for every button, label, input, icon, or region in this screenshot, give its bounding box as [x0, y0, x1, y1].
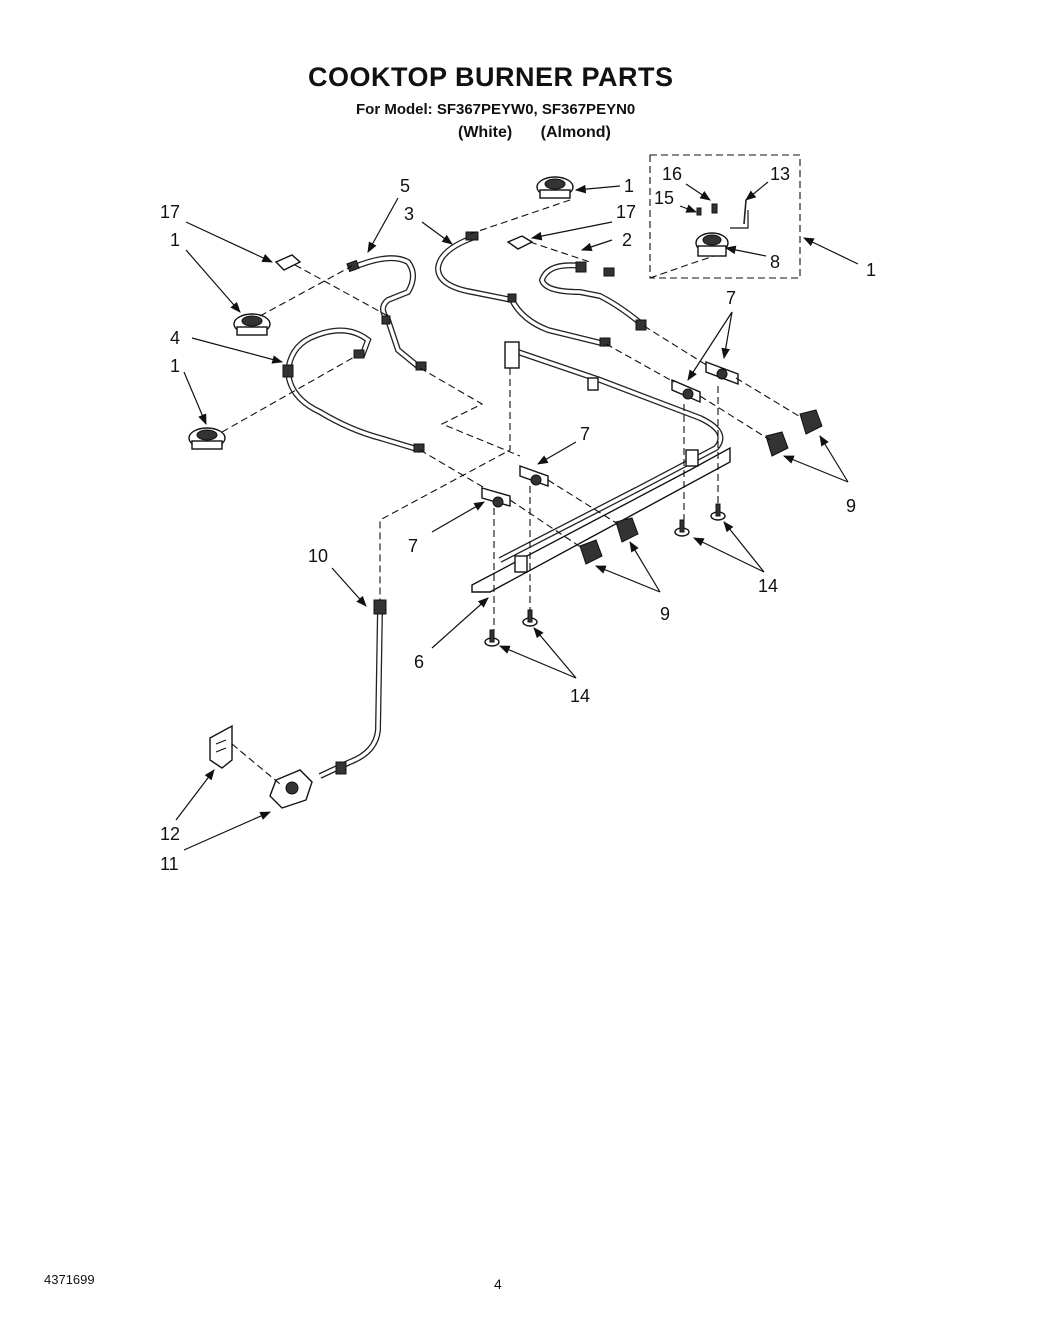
valve-7-a	[481, 487, 511, 508]
callout-8: 8	[770, 252, 780, 272]
bracket-17-left	[274, 254, 302, 271]
callout-2: 2	[622, 230, 632, 250]
valve-7-b	[519, 465, 549, 487]
callout-10: 10	[308, 546, 328, 566]
supply-tube-10	[318, 599, 387, 779]
screw-14-a	[674, 519, 690, 537]
inset-box	[649, 154, 801, 279]
callout-15: 15	[654, 188, 674, 208]
callout-6: 6	[414, 652, 424, 672]
callout-1-left-upper: 1	[170, 230, 180, 250]
callout-1-top: 1	[624, 176, 634, 196]
callout-7-top-right: 7	[726, 288, 736, 308]
knob-9-a	[579, 539, 603, 565]
knob-9-c	[765, 431, 789, 457]
callout-4: 4	[170, 328, 180, 348]
burner-tube-4	[285, 327, 421, 453]
variant-almond: (Almond)	[540, 124, 611, 141]
manifold-6	[471, 341, 731, 593]
callout-14-right: 14	[758, 576, 778, 596]
screw-14-d	[522, 609, 538, 627]
screw-14-b	[710, 503, 726, 521]
screw-16	[711, 203, 718, 214]
variant-white: (White)	[458, 124, 513, 141]
callout-14-bottom: 14	[570, 686, 590, 706]
valve-7-c	[671, 378, 701, 404]
page-title: COOKTOP BURNER PARTS	[308, 62, 674, 92]
callout-17-left: 17	[160, 202, 180, 222]
callout-13: 13	[770, 164, 790, 184]
callout-11: 11	[160, 854, 179, 874]
knob-9-d	[799, 409, 823, 435]
tube-fittings	[282, 231, 647, 453]
valve-7-d	[705, 360, 739, 386]
callout-1-left-lower: 1	[170, 356, 180, 376]
leader-arrows	[175, 181, 859, 851]
callout-5: 5	[400, 176, 410, 196]
model-line: For Model: SF367PEYW0, SF367PEYN0	[356, 101, 636, 118]
callout-12: 12	[160, 824, 180, 844]
regulator-11	[269, 769, 313, 809]
burner-tube-3	[434, 235, 606, 347]
callout-16: 16	[662, 164, 682, 184]
screw-15	[696, 207, 702, 216]
burner-tube-2	[538, 262, 646, 329]
callout-9-center: 9	[660, 604, 670, 624]
burner-inset	[695, 232, 729, 257]
burner-tube-5	[350, 255, 422, 371]
callout-7-left: 7	[408, 536, 418, 556]
screw-13	[743, 199, 747, 225]
bracket-17-right	[506, 235, 534, 250]
callout-3: 3	[404, 204, 414, 224]
callout-7-center: 7	[580, 424, 590, 444]
variant-line: (White) (Almond)	[458, 124, 635, 142]
assembly-lines	[221, 199, 803, 785]
callout-9-right: 9	[846, 496, 856, 516]
knob-9-b	[615, 517, 639, 543]
burner-left-lower	[188, 427, 226, 450]
page-number: 4	[494, 1276, 502, 1292]
burner-left-upper	[233, 313, 271, 336]
screw-14-c	[484, 629, 500, 647]
burner-top-center	[536, 176, 574, 199]
callout-labels: 17 1 1 4 1 5 3 1 17 2 16 15 13 8 1 7 7 7…	[160, 164, 876, 874]
document-number: 4371699	[44, 1272, 95, 1287]
bracket-12	[209, 724, 233, 769]
callout-1-inset: 1	[866, 260, 876, 280]
callout-17-right: 17	[616, 202, 636, 222]
